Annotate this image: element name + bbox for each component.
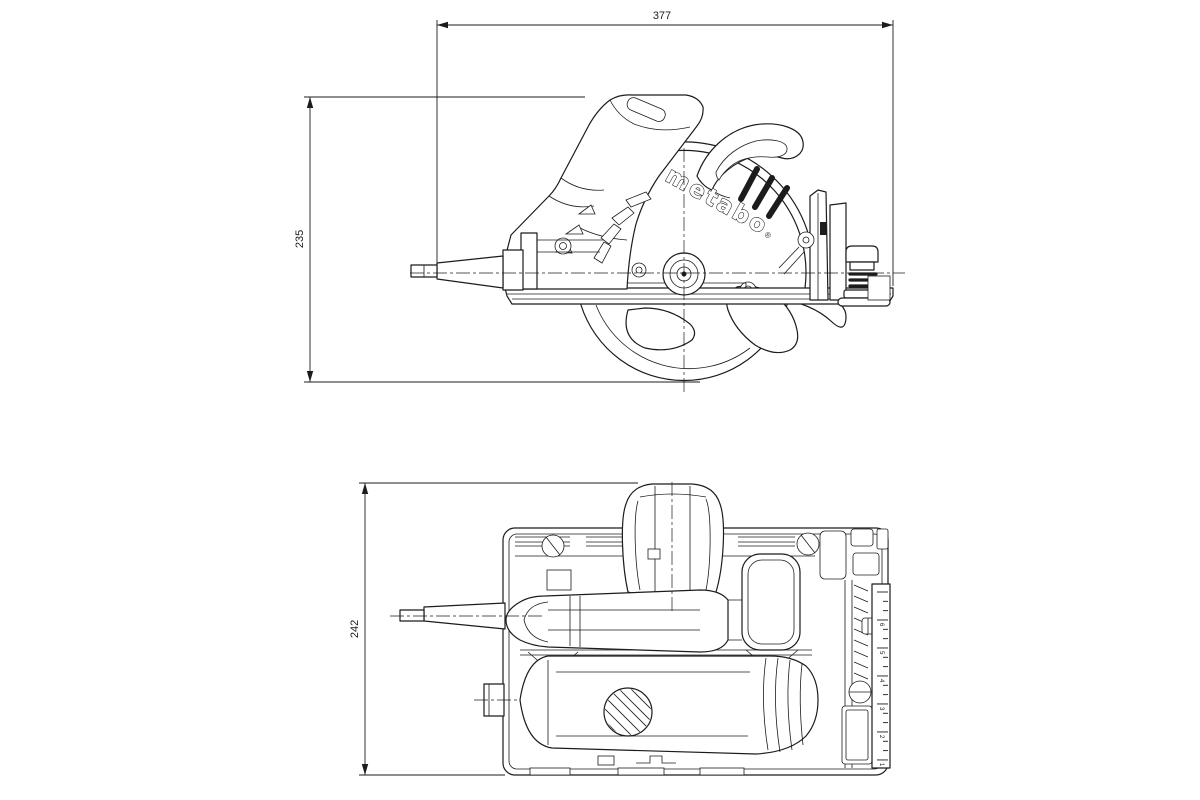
bottom-edge-notches xyxy=(529,755,745,776)
handle-recess xyxy=(626,97,666,122)
hatched-bore xyxy=(603,687,653,737)
scale-label: 5 xyxy=(878,651,884,655)
guard-rivet xyxy=(631,262,647,278)
rear-knob xyxy=(741,553,801,651)
guard-vents xyxy=(593,166,790,264)
registered-mark: ® xyxy=(763,230,773,241)
height-dim-label: 235 xyxy=(294,230,306,248)
dimension-width-bottom: 242 xyxy=(349,482,638,776)
power-cord-bottom xyxy=(390,602,545,630)
scale-label: 4 xyxy=(878,679,884,683)
scale-label: 2 xyxy=(878,735,884,739)
bottom-view: 6 5 4 3 2 1 xyxy=(390,482,891,776)
depth-scale-ruler: 6 5 4 3 2 1 xyxy=(871,583,891,769)
motor-dome xyxy=(621,483,725,600)
handle-barrel xyxy=(505,589,742,653)
fence-clamp xyxy=(520,232,604,290)
scale-label: 3 xyxy=(878,707,884,711)
depth-adjust-knob xyxy=(778,189,891,307)
width-dim-label: 242 xyxy=(349,620,361,638)
spring-hatch xyxy=(853,584,869,680)
length-dim-label: 377 xyxy=(653,10,671,22)
lower-barrel xyxy=(519,655,819,755)
dimension-height-side: 235 xyxy=(294,96,700,383)
power-cord-side xyxy=(410,249,524,291)
clamp-screw xyxy=(554,237,572,255)
ruler-ticks xyxy=(877,591,888,761)
scale-label: 1 xyxy=(878,763,884,767)
right-mechanism-column xyxy=(819,528,889,768)
rear-bracket xyxy=(867,275,891,301)
scale-label: 6 xyxy=(878,623,884,627)
side-view: metabo ® xyxy=(410,94,905,392)
dimension-length: 377 xyxy=(436,10,894,286)
left-edge-tab xyxy=(474,683,535,717)
rear-handle xyxy=(696,123,804,199)
